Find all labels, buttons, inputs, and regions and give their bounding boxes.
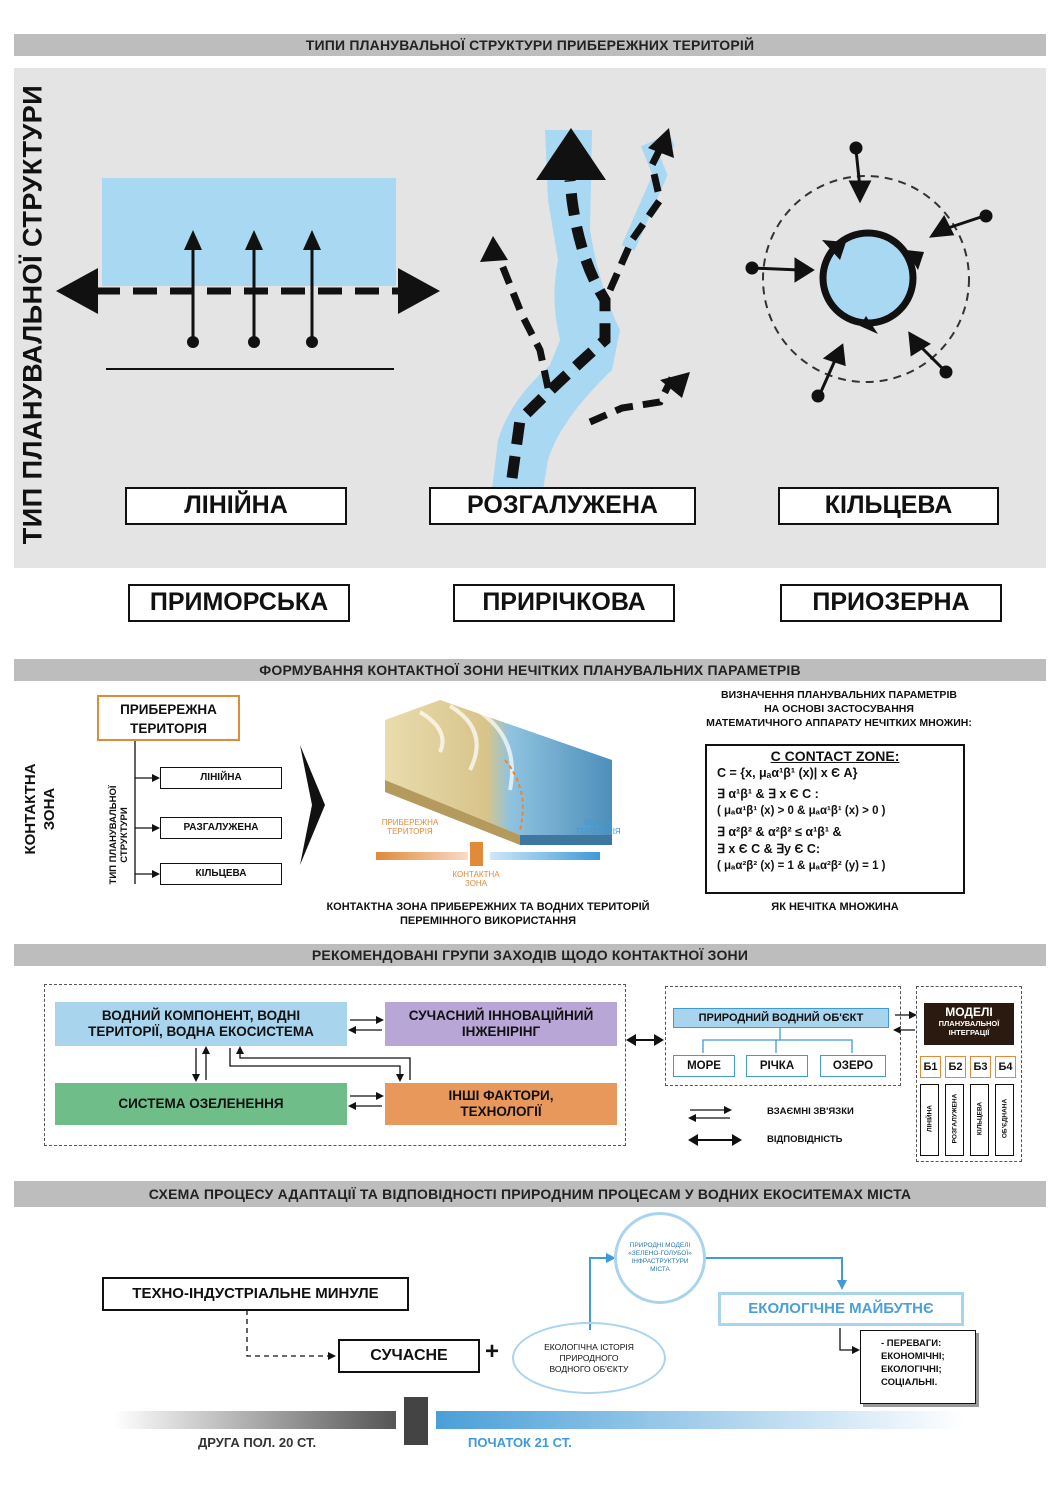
- future-box: ЕКОЛОГІЧНЕ МАЙБУТНЄ: [718, 1292, 964, 1326]
- tree-item-ring: КІЛЬЦЕВА: [160, 863, 282, 885]
- timeline-right-label: ПОЧАТОК 21 СТ.: [468, 1435, 572, 1450]
- greening-box: СИСТЕМА ОЗЕЛЕНЕННЯ: [55, 1083, 347, 1125]
- plus-sign: +: [485, 1338, 500, 1365]
- natural-object-box: ПРИРОДНИЙ ВОДНИЙ ОБ'ЄКТ: [673, 1008, 889, 1028]
- b4-box: Б4: [995, 1056, 1016, 1078]
- left-arrow-icon: [56, 268, 98, 314]
- b4-vertical: ОБ'ЄДНАНА: [995, 1084, 1014, 1156]
- section-1-title-bar: ТИПИ ПЛАНУВАЛЬНОЇ СТРУКТУРИ ПРИБЕРЕЖНИХ …: [14, 34, 1046, 56]
- right-arrow-icon: [398, 268, 440, 314]
- b2-vertical: РОЗГАЛУЖЕНА: [945, 1084, 964, 1156]
- other-factors-box: ІНШІ ФАКТОРИ,ТЕХНОЛОГІЇ: [385, 1083, 617, 1125]
- section-2-title-bar: ФОРМУВАННЯ КОНТАКТНОЇ ЗОНИ НЕЧІТКИХ ПЛАН…: [14, 659, 1046, 681]
- section-3-title-bar: РЕКОМЕНДОВАНІ ГРУПИ ЗАХОДІВ ЩОДО КОНТАКТ…: [14, 944, 1046, 966]
- big-chevron-icon: [300, 745, 325, 865]
- river-shape: [492, 130, 620, 490]
- b3-vertical: КІЛЬЦЕВА: [970, 1084, 989, 1156]
- formula-title: C CONTACT ZONE:: [770, 748, 900, 764]
- b2-box: Б2: [945, 1056, 966, 1078]
- type-branched: РОЗГАЛУЖЕНА: [429, 487, 696, 525]
- territory-sea: ПРИМОРСЬКА: [128, 584, 350, 622]
- terrain-label-contact: КОНТАКТНА ЗОНА: [452, 870, 500, 888]
- object-sea: МОРЕ: [673, 1055, 735, 1077]
- object-lake: ОЗЕРО: [820, 1055, 886, 1077]
- section-4-title-bar: СХЕМА ПРОЦЕСУ АДАПТАЦІЇ ТА ВІДПОВІДНОСТІ…: [14, 1181, 1046, 1207]
- tree-item-branched: РАЗГАЛУЖЕНА: [160, 817, 282, 839]
- natural-object-group: [665, 986, 901, 1086]
- terrain-caption: КОНТАКТНА ЗОНА ПРИБЕРЕЖНИХ ТА ВОДНИХ ТЕР…: [326, 901, 650, 927]
- coastal-territory-box: ПРИБЕРЕЖНА ТЕРИТОРІЯ: [97, 695, 240, 741]
- territory-river: ПРИРІЧКОВА: [453, 584, 675, 622]
- measures-group: [44, 984, 626, 1146]
- terrain-label-coastal: ПРИБЕРЕЖНА ТЕРИТОРІЯ: [381, 818, 439, 836]
- legend-mutual: ВЗАЄМНІ ЗВ'ЯЗКИ: [767, 1106, 854, 1117]
- timeline-left-label: ДРУГА ПОЛ. 20 СТ.: [198, 1435, 317, 1450]
- linear-water-block: [102, 178, 396, 286]
- formula-box: C CONTACT ZONE: C = {x, μₐα¹β¹ (x)| x Є …: [705, 744, 965, 894]
- legend-correspondence: ВІДПОВІДНІСТЬ: [767, 1134, 843, 1145]
- b1-box: Б1: [920, 1056, 941, 1078]
- territory-lake: ПРИОЗЕРНА: [780, 584, 1002, 622]
- formula-caption: ЯК НЕЧІТКА МНОЖИНА: [771, 901, 899, 913]
- models-box: МОДЕЛІ ПЛАНУВАЛЬНОЇ ІНТЕГРАЦІЇ: [924, 1003, 1014, 1045]
- math-header: ВИЗНАЧЕННЯ ПЛАНУВАЛЬНИХ ПАРАМЕТРІВ НА ОС…: [706, 689, 972, 729]
- type-ring: КІЛЬЦЕВА: [778, 487, 999, 525]
- past-box: ТЕХНО-ІНДУСТРІАЛЬНЕ МИНУЛЕ: [102, 1277, 409, 1311]
- integration-models-group: [916, 986, 1022, 1162]
- tree-item-linear: ЛІНІЙНА: [160, 767, 282, 789]
- timeline-right-bar: [436, 1411, 966, 1429]
- structure-diagrams: [56, 128, 993, 490]
- terrain-label-water: ВОДНА ТЕРИТОРІЯ: [575, 818, 621, 836]
- river-main-arrow-icon: [536, 128, 606, 180]
- b3-box: Б3: [970, 1056, 991, 1078]
- ecology-history-oval: ЕКОЛОГІЧНА ІСТОРІЯ ПРИРОДНОГО ВОДНОГО ОБ…: [512, 1322, 666, 1394]
- b1-vertical: ЛІНІЙНА: [920, 1084, 939, 1156]
- model-circle: ПРИРОДНІ МОДЕЛІ «ЗЕЛЕНО-ГОЛУБОЇ» ІНФРАСТ…: [614, 1212, 706, 1304]
- timeline-left-bar: [114, 1411, 396, 1429]
- benefits-box: - ПЕРЕВАГИ: ЕКОНОМІЧНІ; ЕКОЛОГІЧНІ; СОЦІ…: [860, 1330, 976, 1404]
- present-box: СУЧАСНЕ: [338, 1339, 480, 1373]
- timeline-marker: [404, 1397, 428, 1445]
- type-linear: ЛІНІЙНА: [125, 487, 347, 525]
- object-river: РІЧКА: [746, 1055, 808, 1077]
